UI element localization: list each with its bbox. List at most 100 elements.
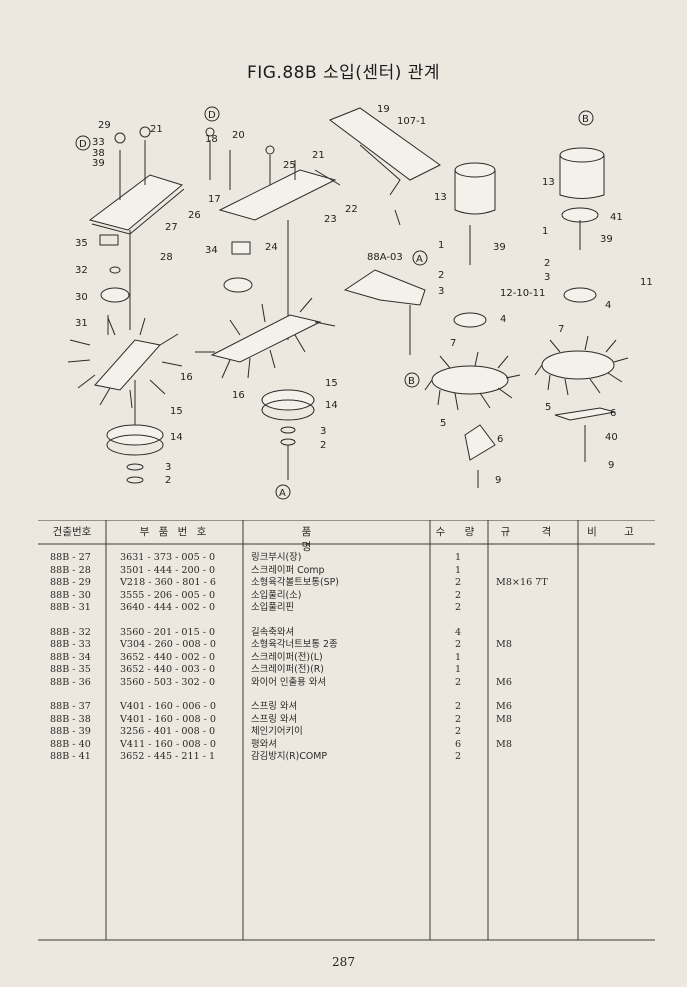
cell-quantity: 6 xyxy=(454,738,462,750)
callout-16b: 16 xyxy=(232,390,245,401)
cell-part-name: 링크부시(장) xyxy=(251,552,302,563)
cell-specification: M6 xyxy=(496,676,512,688)
ref-marker-d-left xyxy=(75,135,91,151)
callout-24: 24 xyxy=(265,242,278,253)
cell-part-number: V401 - 160 - 006 - 0 xyxy=(120,701,216,712)
cell-part-name: 평와셔 xyxy=(251,738,277,750)
cell-quantity: 2 xyxy=(454,701,462,712)
header-quantity: 수 량 xyxy=(435,526,483,538)
callout-7b: 7 xyxy=(558,324,564,335)
left-scraper-plate xyxy=(88,126,185,330)
cell-quantity: 2 xyxy=(454,639,462,650)
ref-letter-b-right: B xyxy=(582,114,589,125)
cell-specification: M8 xyxy=(496,738,512,750)
cell-reference-no: 88B - 39 xyxy=(50,726,91,737)
cell-reference-no: 88B - 37 xyxy=(50,701,91,712)
cell-part-number: 3652 - 440 - 003 - 0 xyxy=(120,664,216,675)
cell-reference-no: 88B - 41 xyxy=(50,751,91,762)
cell-part-name: 길속축와셔 xyxy=(251,626,295,638)
cell-reference-no: 88B - 34 xyxy=(50,651,91,663)
cell-reference-no: 88B - 32 xyxy=(50,626,91,638)
callout-3c: 3 xyxy=(438,286,444,297)
cell-reference-no: 88B - 30 xyxy=(50,589,91,601)
callout-2c: 2 xyxy=(438,270,444,281)
middle-pulley xyxy=(223,241,253,293)
callout-88a-03: 88A-03 xyxy=(367,252,403,263)
cell-part-number: V411 - 160 - 008 - 0 xyxy=(120,738,216,750)
callout-38: 38 xyxy=(92,148,105,159)
callout-39: 39 xyxy=(92,158,105,169)
cell-reference-no: 88B - 36 xyxy=(50,676,91,688)
header-specification: 규 격 xyxy=(500,526,566,538)
callout-6: 6 xyxy=(497,434,503,445)
cell-quantity: 1 xyxy=(454,651,462,663)
left-pulley-stack xyxy=(100,266,130,335)
header-remarks: 비 고 xyxy=(587,526,646,538)
exploded-parts-diagram: 29 21 33 38 39 18 20 21 25 19 107-1 17 2… xyxy=(67,104,653,500)
ref-letter-b-center: B xyxy=(408,376,415,387)
callout-29: 29 xyxy=(98,120,111,131)
callout-21: 21 xyxy=(150,124,163,135)
callout-39b: 39 xyxy=(493,242,506,253)
callout-5: 5 xyxy=(440,418,446,429)
callout-34: 34 xyxy=(205,245,218,256)
right-assembly xyxy=(534,147,629,462)
ref-letter-d-middle: D xyxy=(208,110,216,121)
cell-quantity: 2 xyxy=(454,726,462,737)
callout-30: 30 xyxy=(75,292,88,303)
callout-41: 41 xyxy=(610,212,623,223)
callout-4: 4 xyxy=(500,314,506,325)
ref-marker-d-middle xyxy=(204,106,220,122)
cell-reference-no: 88B - 28 xyxy=(50,564,91,576)
row-spacer xyxy=(38,689,655,701)
cell-quantity: 2 xyxy=(454,713,462,725)
cell-part-number: 3631 - 373 - 005 - 0 xyxy=(120,552,216,563)
row-spacer xyxy=(38,615,655,627)
cell-quantity: 2 xyxy=(454,751,462,762)
figure-title: FIG.88B 소입(센터) 관계 xyxy=(246,63,441,83)
callout-2: 2 xyxy=(165,475,171,486)
cell-quantity: 1 xyxy=(454,552,462,563)
callout-15: 15 xyxy=(170,406,183,417)
callout-39c: 39 xyxy=(600,234,613,245)
cell-part-number: 3560 - 201 - 015 - 0 xyxy=(120,626,216,638)
shaft-88a-03 xyxy=(343,269,426,355)
ref-letter-a-bottom: A xyxy=(279,488,286,499)
callout-9: 9 xyxy=(495,475,501,486)
callout-33: 33 xyxy=(92,137,105,148)
callout-31: 31 xyxy=(75,318,88,329)
callout-18: 18 xyxy=(205,134,218,145)
callout-5b: 5 xyxy=(545,402,551,413)
callout-16: 16 xyxy=(180,372,193,383)
cell-quantity: 2 xyxy=(454,676,462,688)
cell-part-name: 소입풀리핀 xyxy=(251,602,295,613)
cell-specification: M8×16 7T xyxy=(496,577,548,588)
cell-part-number: 3652 - 445 - 211 - 1 xyxy=(120,751,216,762)
cell-specification: M8 xyxy=(496,713,512,725)
cell-quantity: 2 xyxy=(454,602,462,613)
callout-20: 20 xyxy=(232,130,245,141)
left-star-wheel xyxy=(67,317,183,409)
cell-part-name: 스크레이퍼(전)(R) xyxy=(251,664,324,675)
cell-part-name: 소형육각볼트보통(SP) xyxy=(251,577,339,588)
callout-19: 19 xyxy=(377,104,390,115)
cell-part-name: 체인기어키이 xyxy=(251,726,303,737)
callout-14b: 14 xyxy=(325,400,338,411)
cell-part-name: 스크레이퍼(전)(L) xyxy=(251,651,323,663)
callout-107-1: 107-1 xyxy=(397,116,426,127)
cell-part-name: 스크레이퍼 Comp xyxy=(251,564,325,576)
ref-marker-a-bottom xyxy=(275,484,291,500)
callout-3: 3 xyxy=(165,462,171,473)
callout-13b: 13 xyxy=(542,177,555,188)
ref-marker-b-center xyxy=(404,372,420,388)
cell-reference-no: 88B - 35 xyxy=(50,664,91,675)
cell-part-number: V218 - 360 - 801 - 6 xyxy=(120,577,216,588)
